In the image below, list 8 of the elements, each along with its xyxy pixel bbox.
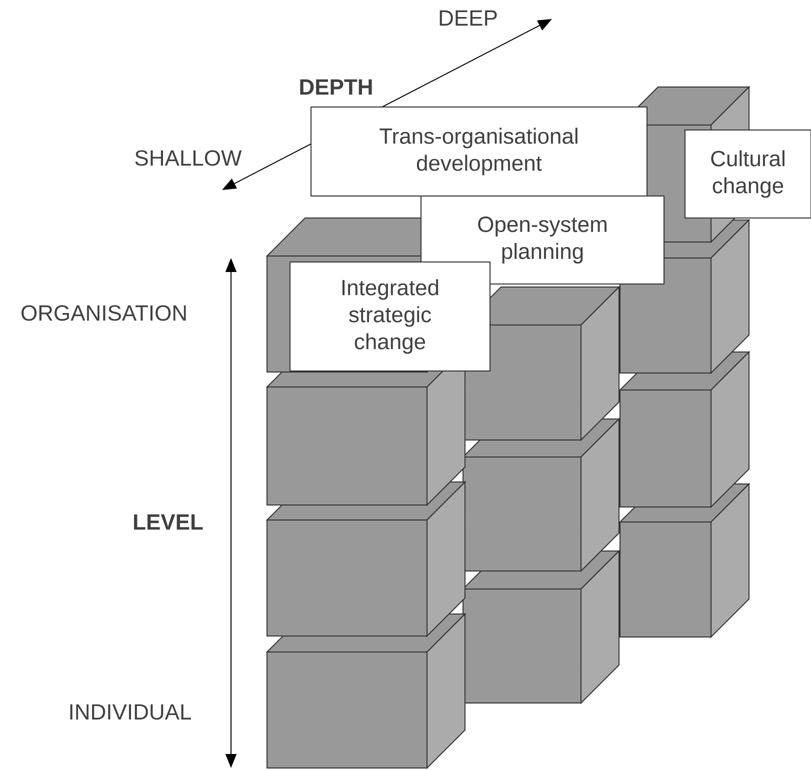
axis-label: SHALLOW [135, 150, 242, 166]
text-box: Cultural change [684, 130, 811, 218]
text-box: Integrated strategic change [290, 262, 490, 372]
axis-label: DEEP [440, 10, 497, 26]
text-box: Trans-organisational development [310, 106, 648, 196]
axis-label: LEVEL [134, 514, 203, 530]
axis-label: INDIVIDUAL [70, 704, 191, 720]
axis-label: ORGANISATION [22, 305, 186, 321]
